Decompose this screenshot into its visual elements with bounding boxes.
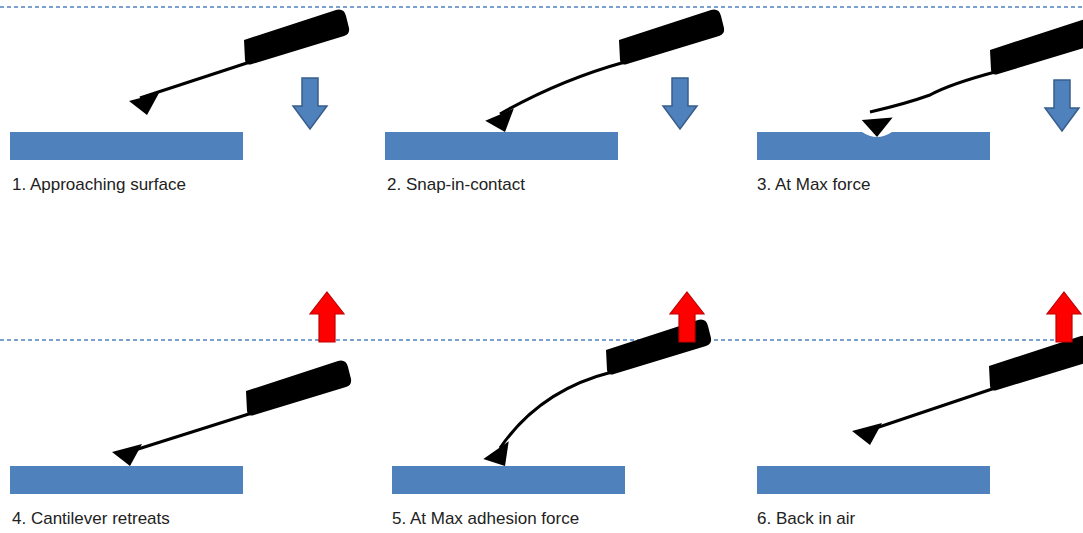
step-label: 1. Approaching surface <box>12 175 186 195</box>
reference-line <box>0 339 1083 340</box>
step-label: 4. Cantilever retreats <box>12 509 170 529</box>
up-arrow <box>310 292 1081 342</box>
step-label: 5. At Max adhesion force <box>392 509 579 529</box>
sample-surface <box>757 466 990 494</box>
sample-surface <box>10 132 243 160</box>
down-arrow <box>293 78 1079 131</box>
step-label: 3. At Max force <box>757 175 870 195</box>
cantilever <box>484 10 724 135</box>
cantilever <box>112 361 351 466</box>
sample-surface <box>757 132 990 160</box>
cantilever <box>859 20 1083 139</box>
reference-line <box>0 6 1083 7</box>
step-label: 2. Snap-in-contact <box>387 175 525 195</box>
step-label: 6. Back in air <box>757 509 855 529</box>
cantilever <box>481 320 712 473</box>
sample-surface <box>10 466 243 494</box>
sample-surface <box>392 466 625 494</box>
cantilever <box>852 336 1083 445</box>
sample-surface <box>385 132 618 160</box>
